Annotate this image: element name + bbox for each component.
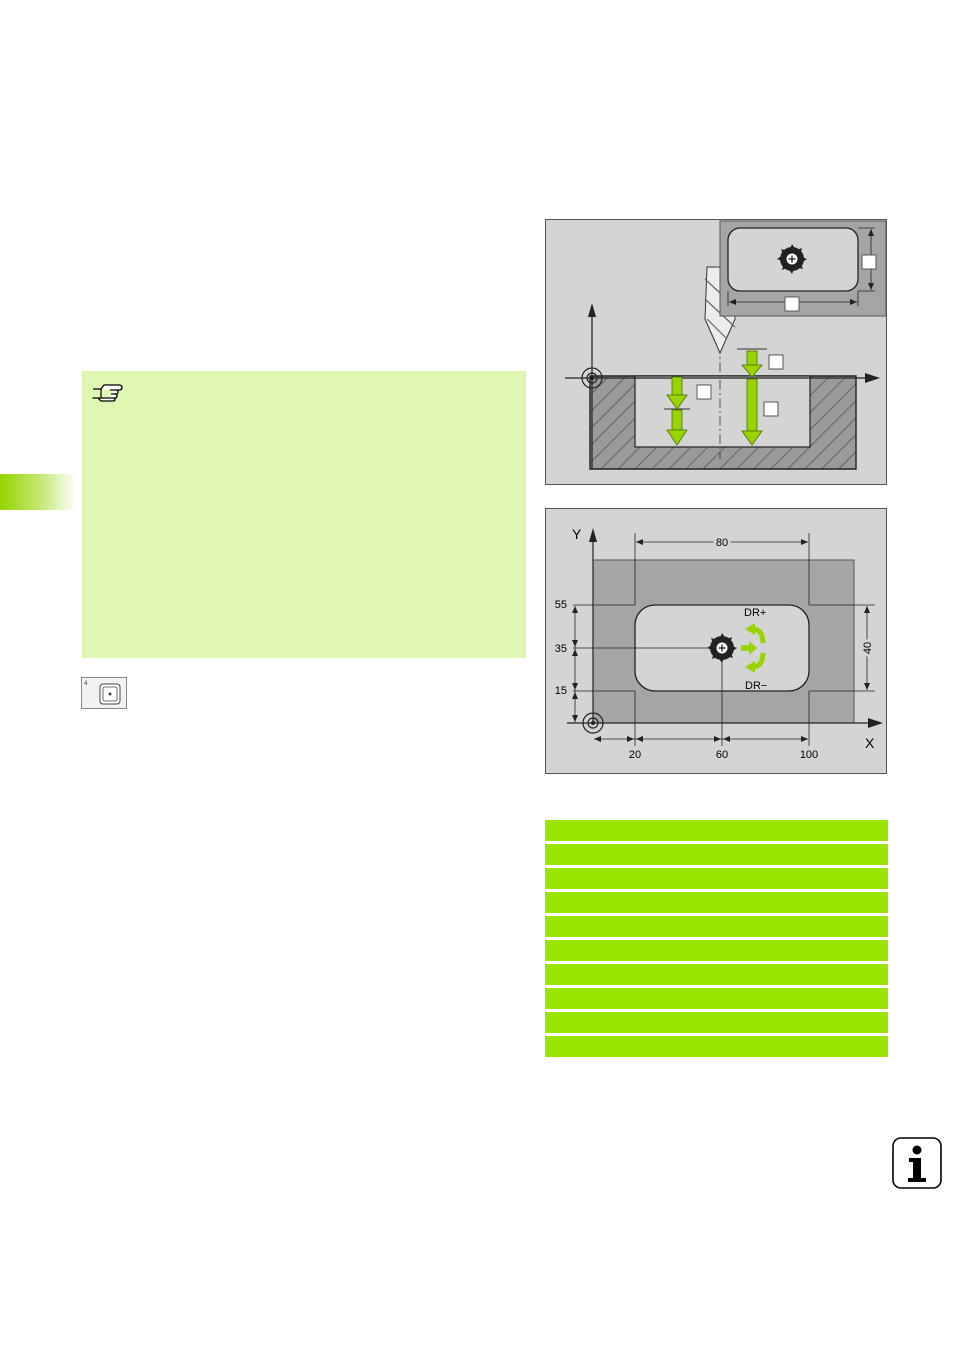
- program-row: [545, 964, 888, 985]
- chapter-tab: [0, 474, 76, 510]
- callout-3: [763, 401, 779, 417]
- program-row: [545, 1036, 888, 1057]
- program-row: [545, 868, 888, 889]
- program-row: [545, 988, 888, 1009]
- callout-1: [696, 384, 712, 400]
- y-tick-55: 55: [555, 599, 567, 611]
- dr-plus-label: DR+: [744, 607, 766, 619]
- x-axis-label: X: [865, 735, 875, 751]
- y-tick-35: 35: [555, 643, 567, 655]
- program-row: [545, 940, 888, 961]
- pocket-milling-cycle-icon: 4: [81, 677, 127, 709]
- info-icon[interactable]: [892, 1137, 942, 1189]
- program-row: [545, 892, 888, 913]
- hand-pointer-icon: [92, 384, 123, 402]
- dim-width: 80: [716, 537, 728, 549]
- nc-program-listing: [545, 820, 888, 1060]
- callout-5: [861, 254, 877, 270]
- milling-cutter-icon: [707, 633, 737, 663]
- x-tick-100: 100: [800, 749, 818, 761]
- pocket-dimension-figure: Y X 80 40 55 35 15 20 60 100: [545, 508, 887, 774]
- program-row: [545, 1012, 888, 1033]
- x-tick-60: 60: [716, 749, 728, 761]
- pocket-depth-figure: [545, 219, 887, 485]
- program-row: [545, 820, 888, 841]
- program-row: [545, 916, 888, 937]
- callout-4: [784, 296, 800, 312]
- x-tick-20: 20: [629, 749, 641, 761]
- y-axis-label: Y: [572, 526, 582, 542]
- cycle-number: 4: [84, 681, 88, 687]
- callout-2: [768, 354, 784, 370]
- program-row: [545, 844, 888, 865]
- note-box: [82, 371, 526, 658]
- dr-minus-label: DR−: [745, 680, 767, 692]
- y-tick-15: 15: [555, 685, 567, 697]
- dim-height: 40: [862, 642, 874, 654]
